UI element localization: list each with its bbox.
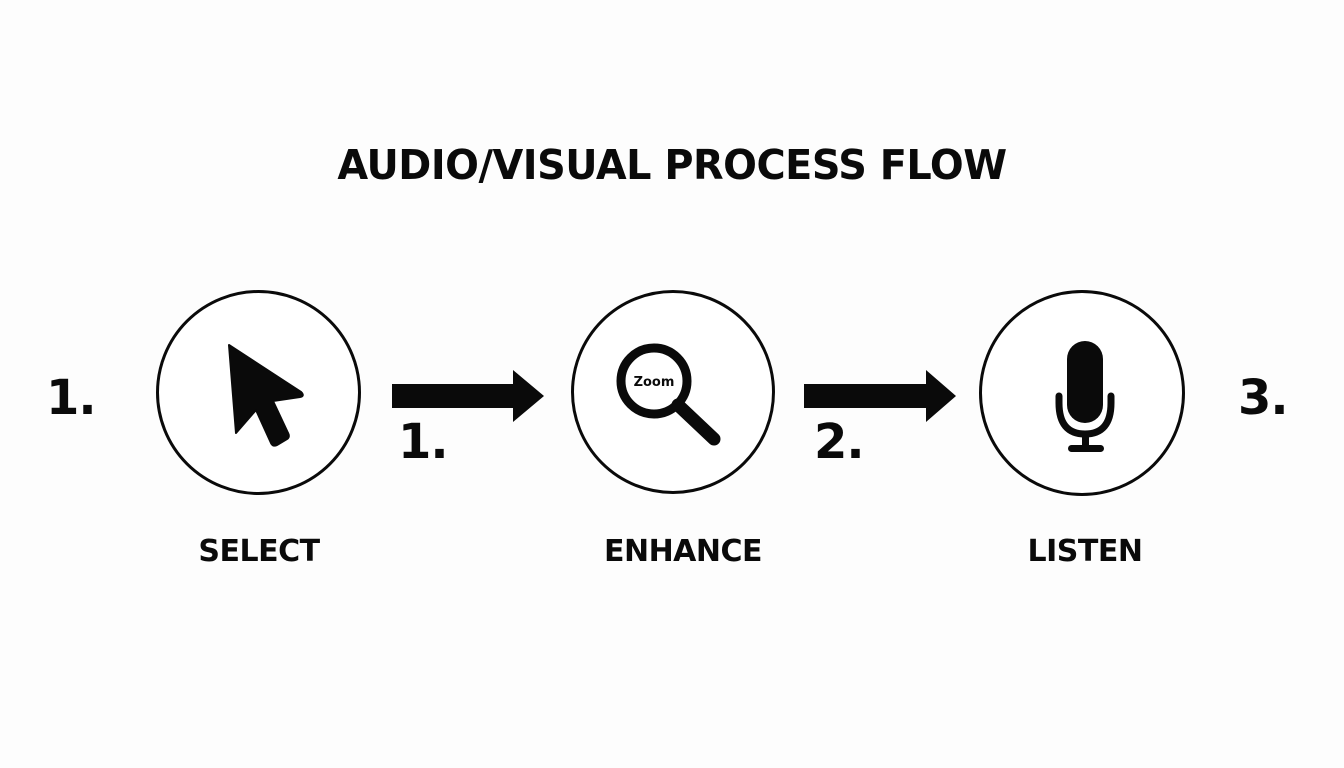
step-select-circle — [156, 290, 361, 495]
step-listen-circle — [979, 290, 1185, 496]
arrow-right-icon — [392, 370, 544, 422]
arrow-right-icon — [804, 370, 956, 422]
microphone-icon — [1055, 341, 1115, 452]
step-number-arrow-1: 1. — [398, 414, 449, 470]
step-label-select: SELECT — [198, 534, 320, 569]
step-label-listen: LISTEN — [1027, 534, 1143, 569]
step-number-arrow-2: 2. — [814, 414, 865, 470]
zoom-icon-text: Zoom — [634, 375, 675, 390]
magnifier-icon: Zoom — [616, 343, 721, 446]
step-number-right: 3. — [1238, 370, 1289, 426]
diagram-title: AUDIO/VISUAL PROCESS FLOW — [337, 141, 1007, 189]
step-number-left: 1. — [46, 370, 97, 426]
cursor-arrow-icon — [228, 344, 304, 447]
step-label-enhance: ENHANCE — [603, 534, 763, 569]
step-enhance-circle: Zoom — [571, 290, 775, 494]
